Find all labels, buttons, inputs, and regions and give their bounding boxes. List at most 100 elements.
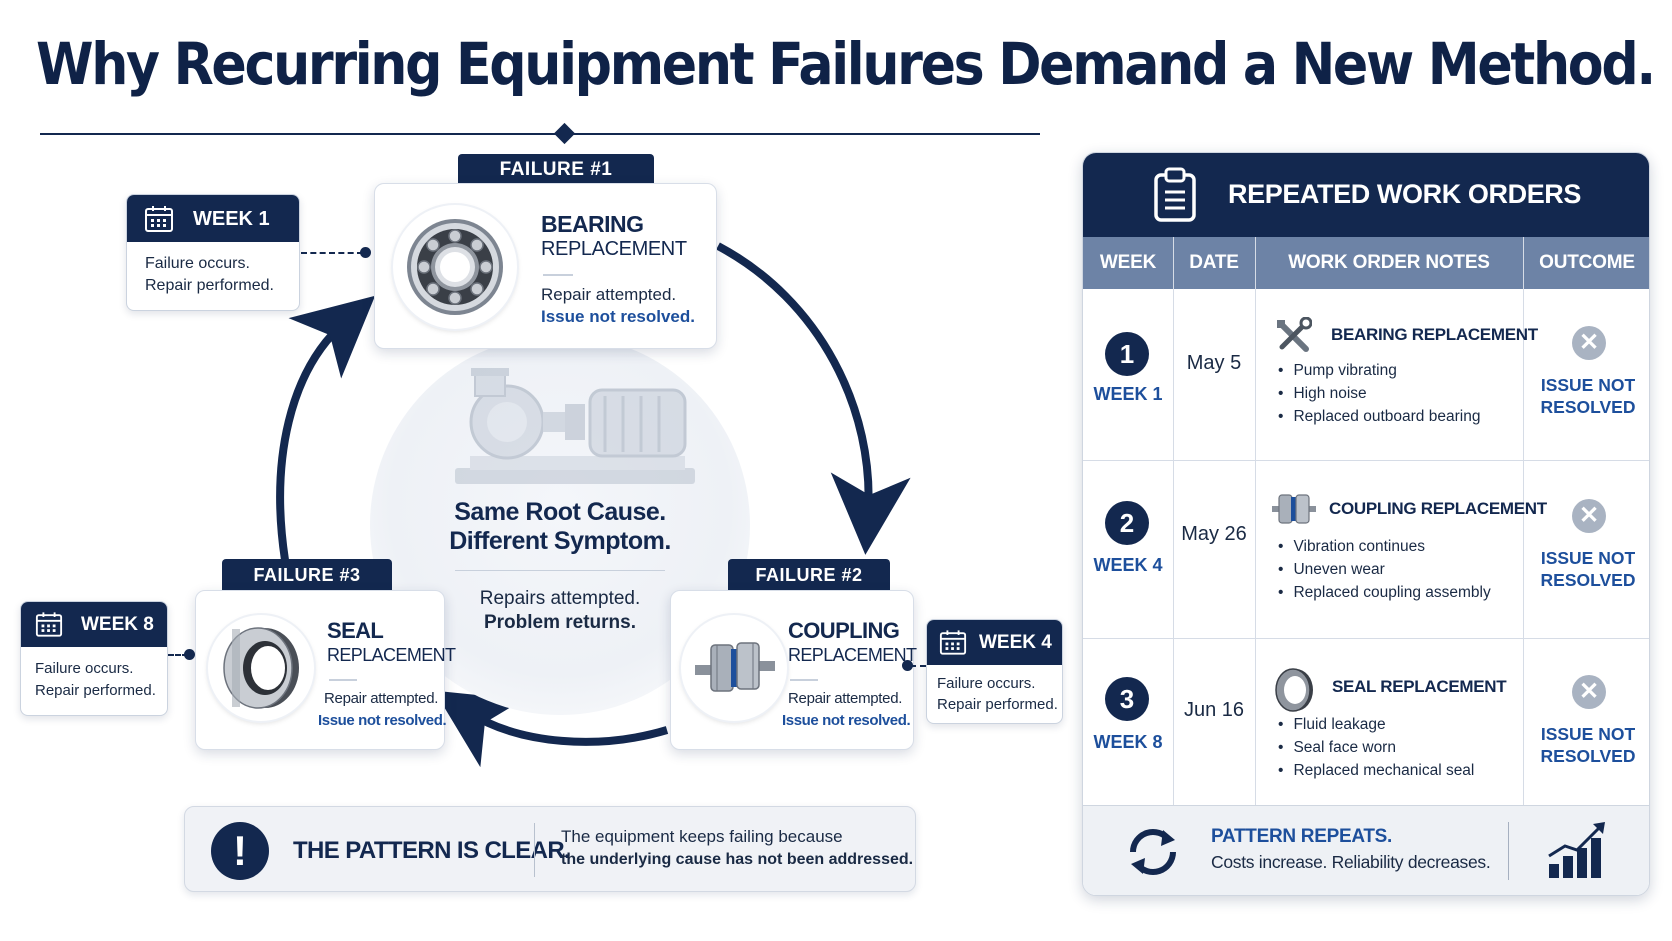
work-orders-title: REPEATED WORK ORDERS (1228, 179, 1582, 209)
week-4-body: Failure occurs. Repair performed. (937, 673, 1058, 715)
failure-3-note: Repair attempted. (324, 690, 439, 707)
row-outcome-line2: RESOLVED (1540, 397, 1636, 417)
row-week: WEEK 8 (1093, 732, 1163, 752)
week-8-label: WEEK 8 (81, 614, 154, 635)
failure-2-tab: FAILURE #2 (728, 559, 890, 591)
center-heading: Same Root Cause. Different Symptom. (400, 498, 720, 556)
week-1-label: WEEK 1 (193, 208, 270, 230)
row-outcome: ISSUE NOT RESOLVED (1523, 547, 1649, 591)
week-1-tag: WEEK 1 Failure occurs. Repair performed. (126, 194, 300, 311)
failure-3-name: SEAL (327, 618, 384, 643)
column-header-notes: WORK ORDER NOTES (1288, 252, 1490, 273)
week-4-line1: Failure occurs. (937, 675, 1036, 692)
week-8-connector-dot (184, 649, 195, 660)
week-4-line2: Repair performed. (937, 696, 1058, 713)
footer-title: PATTERN REPEATS. (1211, 826, 1392, 847)
list-item: Seal face worn (1278, 736, 1474, 759)
x-circle-icon: ✕ (1572, 326, 1606, 360)
center-subtext: Repairs attempted. Problem returns. (400, 587, 720, 635)
row-date: Jun 16 (1183, 699, 1245, 721)
row-outcome-line2: RESOLVED (1540, 746, 1636, 766)
shaft-coupling-icon (681, 615, 787, 721)
footer-text: Costs increase. Reliability decreases. (1211, 852, 1491, 872)
week-4-connector (910, 665, 926, 667)
list-item: Replaced outboard bearing (1278, 405, 1480, 428)
center-heading-line2: Different Symptom. (449, 527, 671, 555)
row-outcome-line2: RESOLVED (1540, 570, 1636, 590)
center-heading-line1: Same Root Cause. (454, 498, 666, 526)
failure-1-subtitle: REPLACEMENT (541, 238, 687, 260)
row-notes-title: SEAL REPLACEMENT (1332, 677, 1507, 696)
failure-2-dash (790, 679, 818, 681)
failure-1-issue: Issue not resolved. (541, 307, 695, 326)
ball-bearing-icon (393, 205, 517, 329)
failure-3-card: SEAL REPLACEMENT Repair attempted. Issue… (195, 590, 456, 750)
failure-1-dash (543, 274, 573, 276)
calendar-icon (145, 206, 173, 232)
failure-1-tab: FAILURE #1 (458, 154, 654, 186)
row-notes-bullets: Fluid leakage Seal face worn Replaced me… (1278, 713, 1474, 782)
centrifugal-pump-icon (455, 368, 695, 484)
list-item: High noise (1278, 382, 1480, 405)
list-item: Replaced mechanical seal (1278, 759, 1474, 782)
table-row: 3 WEEK 8 Jun 16 SEAL REPLACEMENT Fluid l… (1083, 639, 1649, 805)
row-number-badge: 3 (1105, 677, 1149, 721)
week-1-tag-header: WEEK 1 (127, 195, 299, 242)
week-1-line2: Repair performed. (145, 277, 274, 294)
list-item: Uneven wear (1278, 558, 1491, 581)
column-header-outcome: OUTCOME (1539, 252, 1635, 273)
failure-1-card: BEARING REPLACEMENT Repair attempted. Is… (374, 183, 717, 349)
failure-2-subtitle: REPLACEMENT (788, 645, 917, 665)
row-week: WEEK 1 (1093, 384, 1163, 404)
week-8-line2: Repair performed. (35, 682, 156, 699)
row-notes-bullets: Pump vibrating High noise Replaced outbo… (1278, 359, 1480, 428)
exclamation-icon: ! (211, 822, 269, 880)
week-8-line1: Failure occurs. (35, 660, 134, 677)
week-1-line1: Failure occurs. (145, 255, 250, 272)
work-orders-column-headers: WEEK DATE WORK ORDER NOTES OUTCOME (1083, 237, 1649, 289)
table-row: 2 WEEK 4 May 26 COUPLING REPLACEMENT Vib… (1083, 461, 1649, 639)
week-1-connector-dot (360, 247, 371, 258)
row-outcome-line1: ISSUE NOT (1540, 724, 1636, 744)
failure-2-card: COUPLING REPLACEMENT Repair attempted. I… (670, 590, 917, 750)
row-outcome: ISSUE NOT RESOLVED (1523, 723, 1649, 767)
pattern-divider (534, 823, 535, 877)
column-header-date: DATE (1189, 252, 1239, 273)
cycle-arrow-3-to-1 (276, 295, 376, 561)
column-divider (1255, 237, 1256, 805)
center-sub-line1: Repairs attempted. (479, 588, 641, 609)
table-row: 1 WEEK 1 May 5 BEARING REPLACEMENT Pump … (1083, 289, 1649, 461)
seal-ring-icon (1275, 668, 1313, 712)
row-notes-title: COUPLING REPLACEMENT (1329, 499, 1547, 518)
row-number-badge: 1 (1105, 332, 1149, 376)
list-item: Replaced coupling assembly (1278, 581, 1490, 604)
failure-1-name: BEARING (541, 211, 644, 237)
list-item: Pump vibrating (1278, 359, 1480, 382)
row-date: May 5 (1186, 352, 1242, 374)
work-orders-panel: REPEATED WORK ORDERS WEEK DATE WORK ORDE… (1082, 152, 1650, 896)
pattern-callout: ! THE PATTERN IS CLEAR. The equipment ke… (184, 806, 916, 892)
row-week: WEEK 4 (1093, 555, 1163, 575)
x-circle-icon: ✕ (1572, 675, 1606, 709)
row-notes-title: BEARING REPLACEMENT (1331, 325, 1538, 344)
week-8-body: Failure occurs. Repair performed. (35, 658, 156, 702)
column-divider (1173, 237, 1174, 805)
failure-3-issue: Issue not resolved. (318, 712, 447, 729)
pattern-title: THE PATTERN IS CLEAR. (293, 837, 571, 864)
failure-2-note: Repair attempted. (788, 690, 903, 707)
calendar-icon (35, 612, 63, 637)
row-outcome-line1: ISSUE NOT (1540, 375, 1636, 395)
clipboard-icon (1154, 167, 1196, 222)
week-8-tag-header: WEEK 8 (21, 602, 167, 647)
mechanical-seal-icon (208, 615, 314, 721)
wrench-screwdriver-icon (1277, 317, 1312, 352)
failure-2-name: COUPLING (788, 618, 900, 643)
cycle-arrow-2-to-3 (434, 690, 669, 768)
title-divider (40, 133, 1040, 135)
work-orders-footer: PATTERN REPEATS. Costs increase. Reliabi… (1083, 805, 1649, 895)
week-4-connector-dot (902, 660, 913, 671)
shaft-coupling-icon (1272, 494, 1316, 524)
list-item: Vibration continues (1278, 535, 1491, 558)
pattern-text-line2: the underlying cause has not been addres… (561, 851, 914, 868)
